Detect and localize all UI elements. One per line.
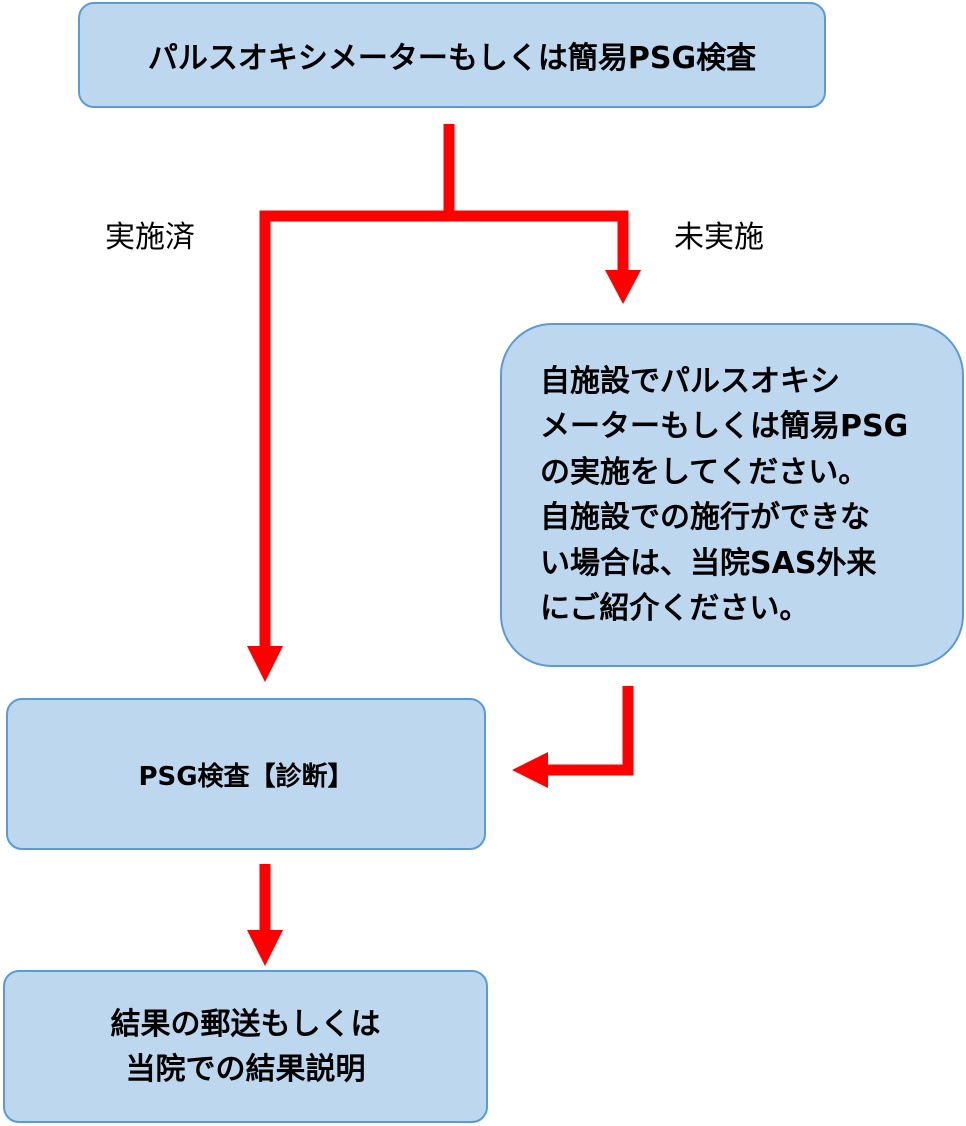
result-explanation-box: 結果の郵送もしくは 当院での結果説明	[3, 970, 488, 1123]
own-facility-instruction-box: 自施設でパルスオキシ メーターもしくは簡易PSG の実施をしてください。 自施設…	[500, 323, 964, 667]
instruction-line: の実施をしてください。	[540, 454, 869, 490]
pulse-oximeter-or-simple-psg-box: パルスオキシメーターもしくは簡易PSG検査	[78, 2, 826, 108]
instruction-line: メーターもしくは簡易PSG	[540, 409, 909, 444]
result-line: 当院での結果説明	[125, 1051, 366, 1087]
arrowhead-notdone	[605, 270, 641, 304]
psg-diagnosis-text: PSG検査【診断】	[138, 761, 354, 792]
instruction-line: にご紹介ください。	[540, 591, 810, 626]
instruction-line: い場合は、当院SAS外来	[540, 545, 877, 581]
branch-label-done: 実施済	[105, 220, 195, 255]
connector-return	[548, 686, 634, 776]
connector-notdone-branch	[449, 210, 629, 272]
instruction-line: 自施設での施行ができな	[540, 500, 870, 535]
own-facility-instruction-text: 自施設でパルスオキシ メーターもしくは簡易PSG の実施をしてください。 自施設…	[540, 359, 908, 632]
result-line: 結果の郵送もしくは	[110, 1006, 381, 1042]
instruction-line: 自施設でパルスオキシ	[540, 363, 840, 399]
arrowhead-done	[247, 646, 283, 682]
connector-done-branch	[259, 210, 449, 648]
pulse-oximeter-or-simple-psg-text: パルスオキシメーターもしくは簡易PSG検査	[147, 41, 757, 76]
psg-diagnosis-box: PSG検査【診断】	[6, 698, 486, 850]
branch-label-not-done: 未実施	[674, 220, 764, 255]
arrowhead-return	[512, 752, 548, 788]
arrowhead-result	[247, 930, 283, 966]
